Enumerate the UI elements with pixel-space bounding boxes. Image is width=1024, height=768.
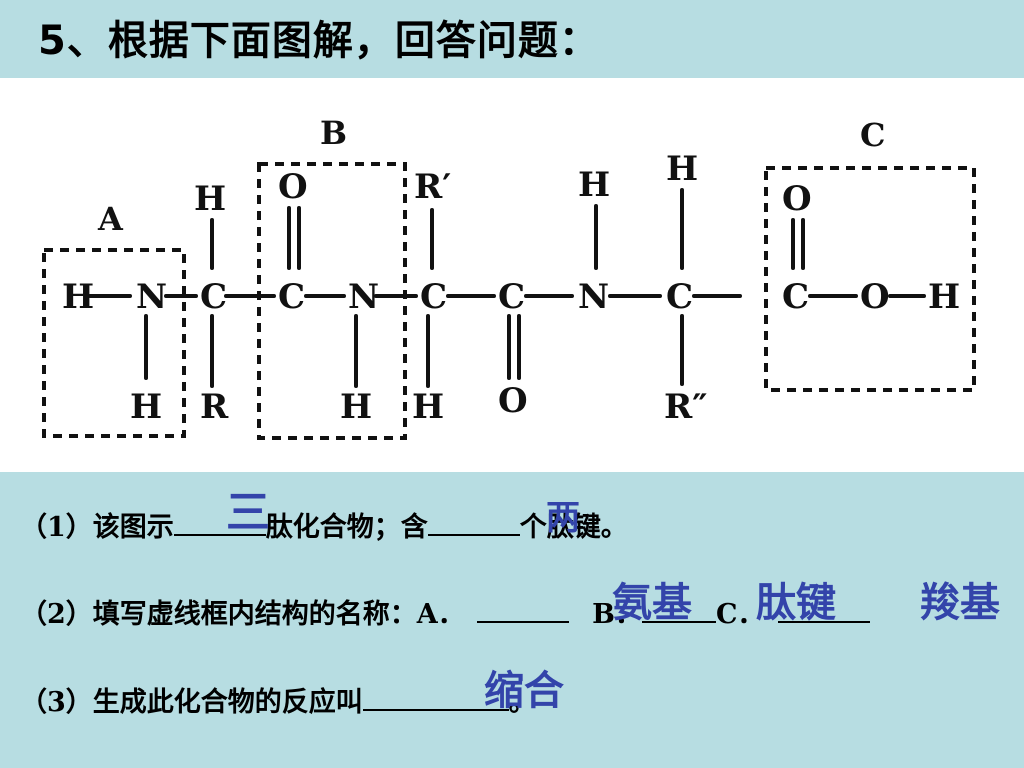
q2-c-label: C． <box>715 599 765 630</box>
label-c: C <box>860 116 885 154</box>
q1-blank-2 <box>427 508 520 536</box>
q2-blank-a <box>476 595 569 623</box>
atom-o-bottom: O <box>498 381 528 421</box>
answer-condensation: 缩合 <box>484 668 564 714</box>
q1-prefix: （1）该图示 <box>20 512 174 543</box>
answer-two: 两 <box>546 498 580 538</box>
atom-c-3: C <box>420 277 447 317</box>
atom-n-1: N <box>136 277 167 317</box>
q2-b-label: B． <box>592 599 642 630</box>
atom-h-top-1: H <box>194 179 226 219</box>
atom-c-4: C <box>498 277 525 317</box>
atom-h-top-2: H <box>578 165 610 205</box>
question-1: （1）该图示 肽化合物；含 个肽键。 <box>20 505 628 544</box>
answer-peptide-bond: 肽键 <box>756 580 836 626</box>
atom-h-top-3: H <box>666 149 698 189</box>
box-a <box>42 248 186 438</box>
page-title: 5、根据下面图解，回答问题： <box>38 18 600 64</box>
question-2: （2）填写虚线框内结构的名称：A． B． C． <box>20 592 871 631</box>
atom-o-hydroxyl: O <box>860 277 890 317</box>
question-3: （3）生成此化合物的反应叫 。 <box>20 680 536 719</box>
box-c <box>764 166 976 392</box>
atom-o-top-2: O <box>782 179 812 219</box>
answer-tri: 三 <box>226 487 270 538</box>
label-b: B <box>320 114 347 152</box>
box-b <box>257 162 407 440</box>
atom-h-bottom-3: H <box>412 387 444 427</box>
q2-prefix: （2）填写虚线框内结构的名称：A． <box>20 599 465 630</box>
atom-c-2: C <box>278 277 305 317</box>
vertical-bonds-top <box>210 188 805 270</box>
answer-carboxyl: 羧基 <box>920 580 1000 626</box>
structure-svg: A B C H N C C N C C N C C O H H O R′ H H… <box>42 114 976 440</box>
q2-blank-b <box>641 595 716 623</box>
atom-n-3: N <box>578 277 609 317</box>
atom-h-bottom-1: H <box>130 387 162 427</box>
q3-suffix: 。 <box>508 687 536 718</box>
atom-r-prime: R′ <box>414 167 451 207</box>
atom-o-top-1: O <box>278 167 308 207</box>
atom-h-bottom-2: H <box>340 387 372 427</box>
q2-blank-c <box>778 595 871 623</box>
atom-c-5: C <box>666 277 693 317</box>
atom-c-6: C <box>782 277 809 317</box>
vertical-bonds-bottom <box>144 314 684 388</box>
atom-r: R <box>200 387 229 427</box>
atom-n-2: N <box>348 277 379 317</box>
atom-r-double-prime: R″ <box>664 387 707 427</box>
q3-prefix: （3）生成此化合物的反应叫 <box>20 687 363 718</box>
label-a: A <box>97 200 124 238</box>
tripeptide-diagram: A B C H N C C N C C N C C O H H O R′ H H… <box>0 78 1024 472</box>
atom-h-hydroxyl: H <box>928 277 960 317</box>
atom-c-1: C <box>200 277 227 317</box>
q3-blank <box>362 683 509 711</box>
q1-mid: 肽化合物；含 <box>265 512 428 543</box>
q1-suffix: 个肽键。 <box>519 512 628 543</box>
answer-amino: 氨基 <box>612 580 692 626</box>
q1-blank-1 <box>173 508 266 536</box>
